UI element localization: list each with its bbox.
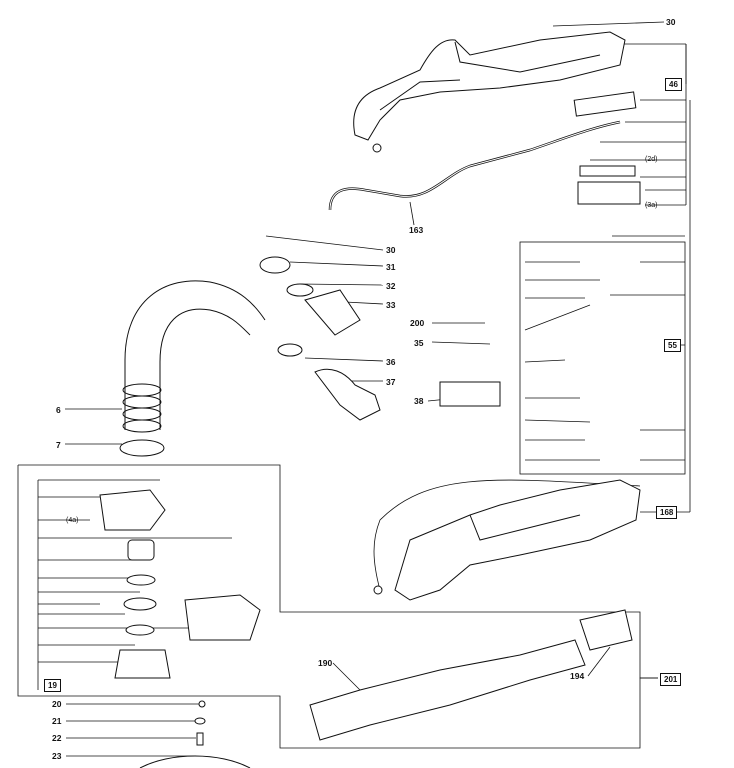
callout-33: 33 (386, 300, 396, 310)
callout-190: 190 (318, 658, 333, 668)
callout-22: 22 (52, 733, 62, 743)
upper-handle-part (353, 31, 626, 153)
callout-3a: (3a) (645, 202, 658, 209)
hose-part (122, 280, 266, 433)
callout-36: 36 (386, 357, 396, 367)
callout-194: 194 (570, 671, 585, 681)
callout-30-mid: 30 (386, 245, 396, 255)
callout-35: 35 (414, 338, 424, 348)
callout-200: 200 (410, 318, 425, 328)
cable-part (328, 120, 621, 211)
lower-handle-part (373, 479, 641, 601)
callout-201: 201 (660, 673, 682, 686)
switch-module-parts (573, 91, 641, 205)
callout-20: 20 (52, 699, 62, 709)
small-fastener-parts (139, 700, 251, 768)
callout-6: 6 (56, 405, 61, 415)
callout-4a: (4a) (66, 517, 79, 524)
fitting-parts (259, 256, 501, 421)
callout-21: 21 (52, 716, 62, 726)
callout-23: 23 (52, 751, 62, 761)
callout-2d: (2d) (645, 156, 658, 163)
callout-37: 37 (386, 377, 396, 387)
base-assembly-parts (99, 489, 261, 679)
callout-32: 32 (386, 281, 396, 291)
callout-168: 168 (656, 506, 678, 519)
callout-30-top: 30 (666, 17, 676, 27)
callout-38: 38 (414, 396, 424, 406)
ring-part-7 (119, 439, 165, 457)
callout-46: 46 (665, 78, 682, 91)
callout-163: 163 (409, 225, 424, 235)
callout-7: 7 (56, 440, 61, 450)
duct-part (309, 609, 633, 741)
leader-lines (17, 21, 691, 757)
callout-55: 55 (664, 339, 681, 352)
callout-31: 31 (386, 262, 396, 272)
callout-19: 19 (44, 679, 61, 692)
